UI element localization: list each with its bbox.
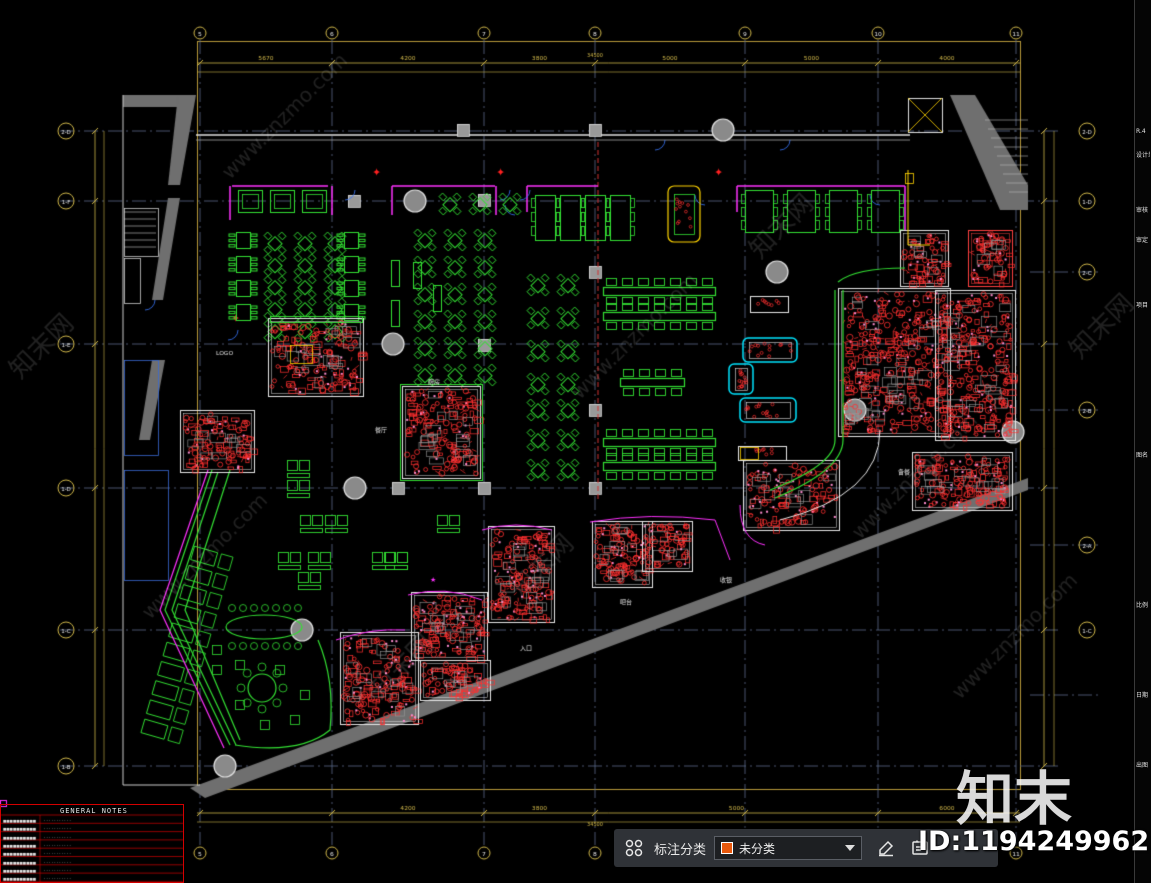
brand-watermark: 知末 (956, 765, 1073, 833)
title-block-tag: R.4 (1136, 128, 1146, 135)
title-block-tag: 出图 (1136, 762, 1149, 769)
title-block-tag: 设计单位 (1136, 152, 1150, 159)
annotation-toolbar: 标注分类 未分类 (614, 829, 998, 867)
title-block-tag: 审核 (1136, 207, 1149, 214)
chevron-down-icon (845, 845, 856, 851)
grid-icon[interactable] (620, 834, 648, 862)
title-block-strip (1134, 0, 1151, 883)
edit-icon[interactable] (872, 834, 900, 862)
general-notes-table (0, 804, 184, 883)
title-block-tag: 图名 (1136, 452, 1149, 459)
category-color-swatch (721, 842, 734, 854)
asset-id-text: ID:1194249962 (918, 826, 1150, 857)
annotation-category-select[interactable]: 未分类 (714, 836, 863, 860)
title-block-tag: 日期 (1136, 692, 1149, 699)
title-block-tag: 比例 (1136, 602, 1149, 609)
annotation-category-label: 标注分类 (654, 842, 707, 858)
general-notes-title: GENERAL NOTES (60, 807, 128, 815)
settings-icon[interactable] (906, 834, 934, 862)
title-block-tag: 审定 (1136, 237, 1149, 244)
title-block-tag: 项目 (1136, 302, 1149, 309)
annotation-category-value: 未分类 (739, 841, 776, 856)
